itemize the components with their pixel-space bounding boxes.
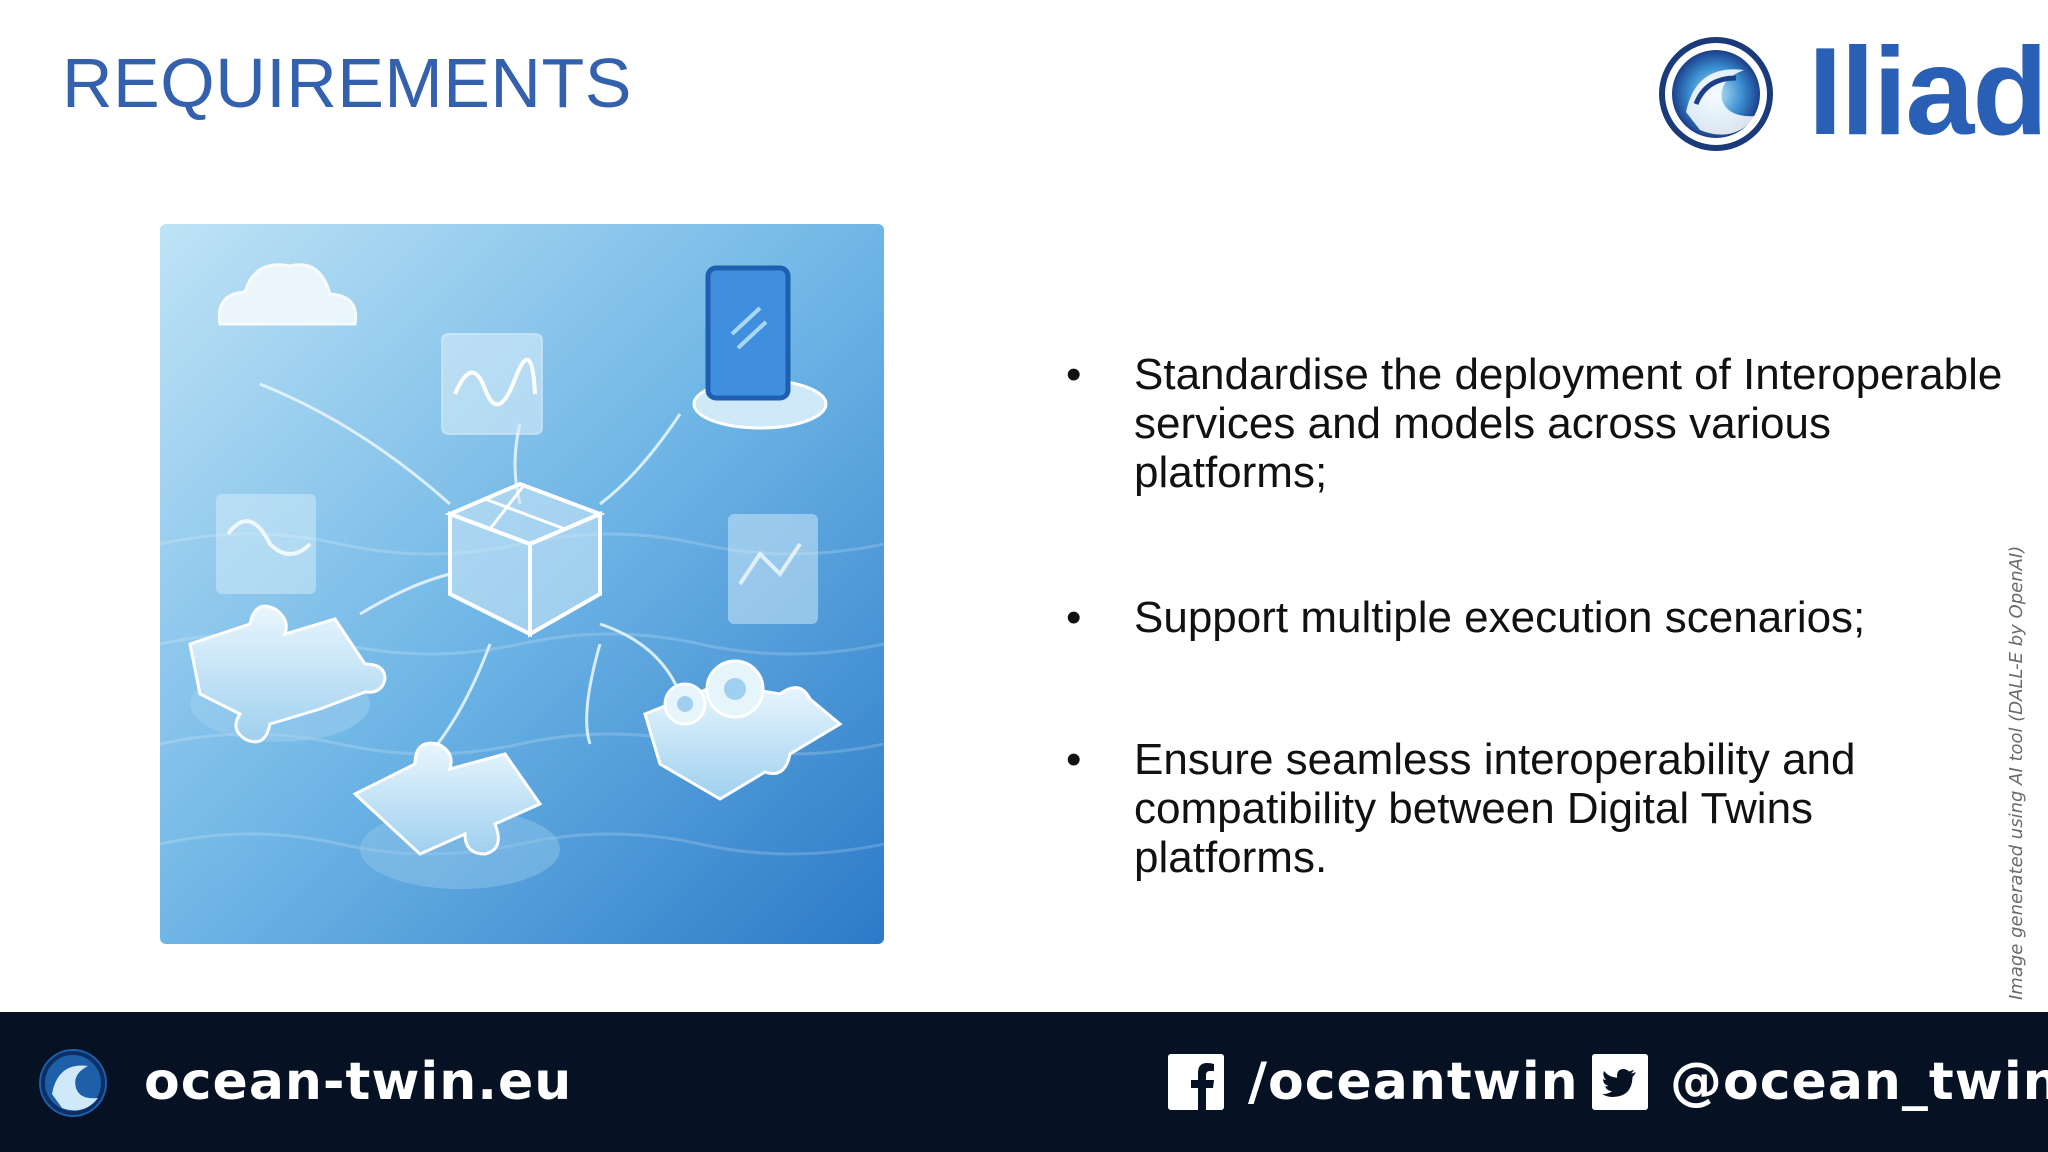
twitter-icon[interactable] [1592, 1054, 1648, 1110]
list-item: • Support multiple execution scenarios; [1066, 593, 2006, 642]
iliad-logo [1659, 37, 1773, 151]
footer-bar: ocean-twin.eu /oceantwin @ocean_twin [0, 1012, 2048, 1152]
bullet-marker: • [1066, 735, 1082, 784]
requirements-list: • Standardise the deployment of Interope… [1066, 350, 2006, 882]
twitter-handle[interactable]: @ocean_twin [1670, 1052, 2048, 1112]
list-item: • Standardise the deployment of Interope… [1066, 350, 2006, 497]
bullet-text: Support multiple execution scenarios; [1134, 593, 1866, 642]
bullet-marker: • [1066, 593, 1082, 642]
facebook-handle[interactable]: /oceantwin [1248, 1052, 1579, 1112]
website-link[interactable]: ocean-twin.eu [144, 1052, 573, 1112]
bullet-text: Ensure seamless interoperability and com… [1134, 735, 1856, 882]
image-credit: Image generated using AI tool (DALL-E by… [2006, 545, 2027, 1000]
bullet-marker: • [1066, 350, 1082, 399]
slide-title: REQUIREMENTS [62, 44, 632, 122]
interoperability-illustration [160, 224, 884, 944]
ocean-twin-logo-icon [39, 1049, 107, 1117]
bullet-text: Standardise the deployment of Interopera… [1134, 350, 2003, 497]
iliad-logo-text: Iliad [1808, 23, 2048, 161]
facebook-icon[interactable] [1168, 1054, 1224, 1110]
list-item: • Ensure seamless interoperability and c… [1066, 735, 2006, 882]
